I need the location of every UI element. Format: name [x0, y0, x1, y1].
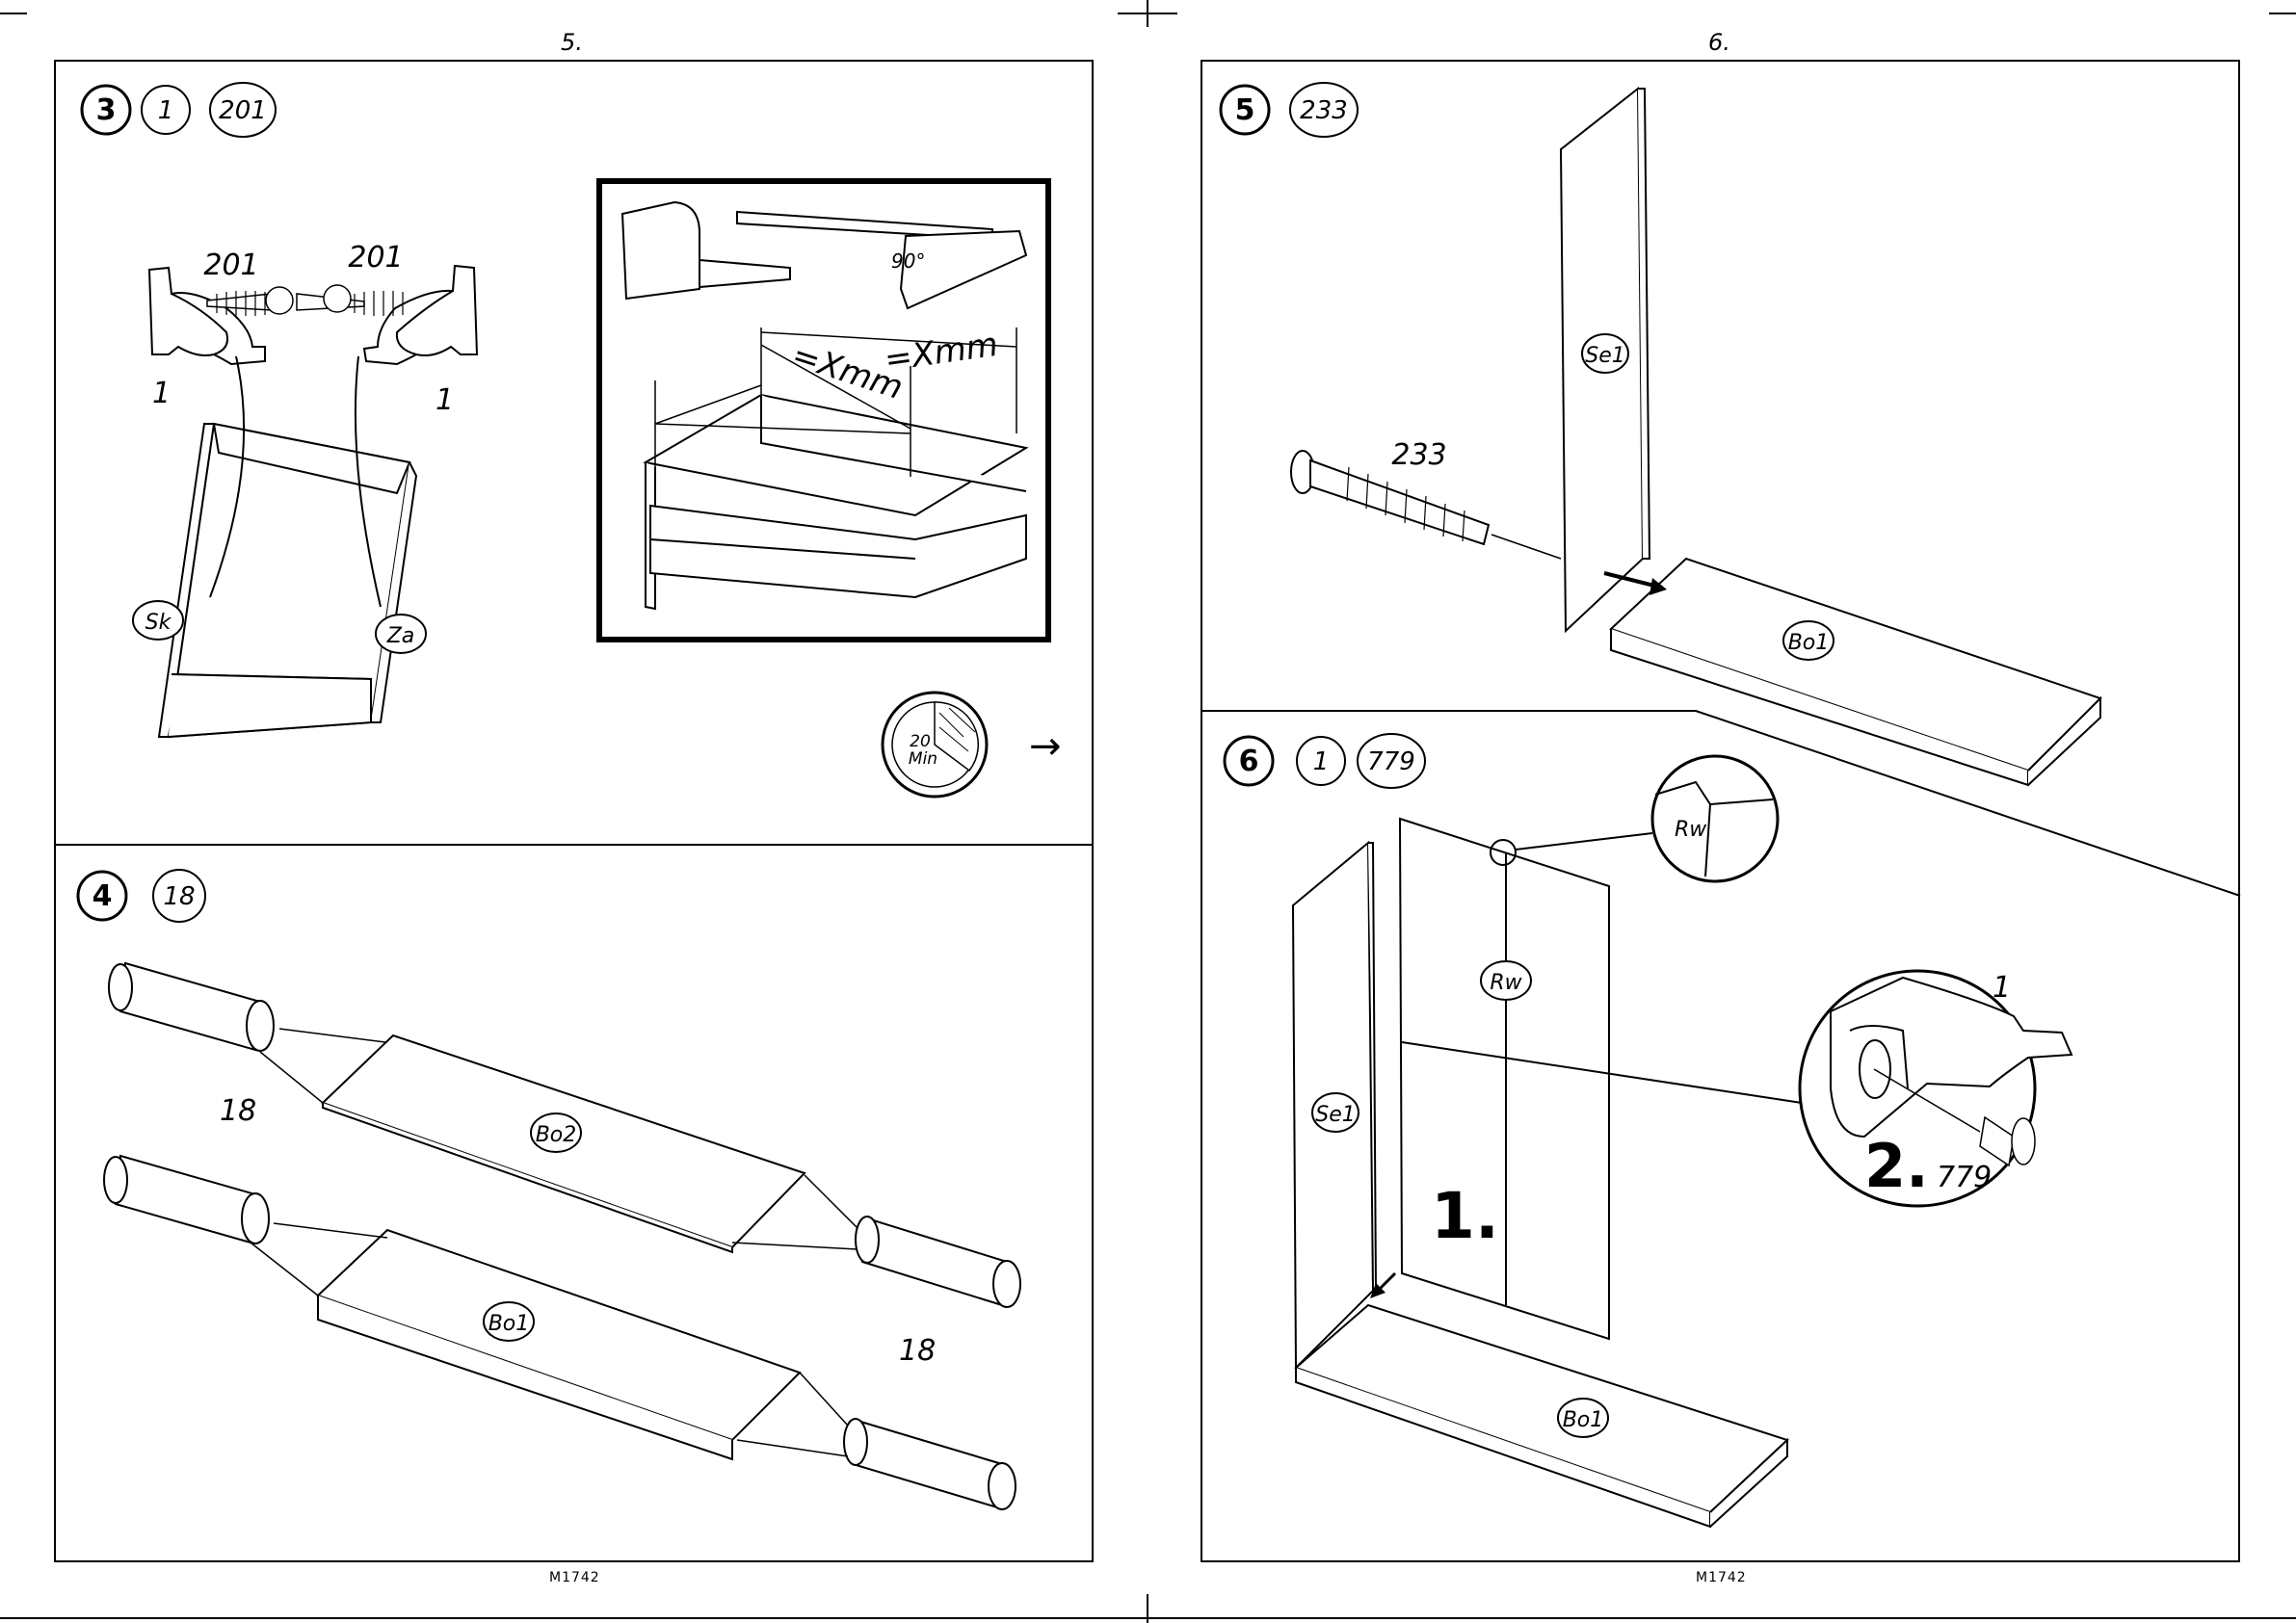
step3-part: 201: [219, 96, 267, 125]
tag-sk: Sk: [145, 611, 172, 635]
order-first: 1.: [1431, 1179, 1499, 1253]
order-second: 2.: [1864, 1131, 1929, 1201]
bottom-panel-bo1-step5: [1611, 559, 2100, 785]
step5-header: 5 233: [1221, 83, 1358, 137]
stop-qty-left: 1: [152, 377, 171, 410]
dowel-qty-top: 18: [220, 1094, 256, 1128]
bolt-label: 233: [1391, 438, 1446, 472]
screw-label-right: 201: [348, 241, 403, 275]
tag-bo1-step4: Bo1: [488, 1312, 530, 1336]
step4-number: 4: [92, 879, 113, 913]
tag-bo2: Bo2: [536, 1123, 577, 1147]
detail-screw-label: 779: [1937, 1161, 1992, 1194]
step6-number: 6: [1239, 745, 1259, 778]
bolt-icon: [1291, 451, 1489, 544]
next-arrow-icon: →: [1029, 724, 1062, 769]
dowel-qty-bottom: 18: [899, 1334, 936, 1368]
dowel-icon: [104, 963, 1020, 1509]
tag-se1-step5: Se1: [1585, 344, 1625, 368]
step5-part: 233: [1300, 96, 1348, 125]
step3-header: 3 1 201: [82, 83, 276, 137]
drawer-box: [159, 424, 416, 737]
tag-se1-step6: Se1: [1315, 1103, 1356, 1127]
timer-icon: [883, 693, 987, 797]
screw-icon: [207, 285, 403, 316]
step4-header: 4 18: [78, 870, 205, 922]
tag-za: Za: [386, 624, 415, 648]
tag-bo1-step5: Bo1: [1788, 631, 1830, 655]
step3-qty: 1: [158, 96, 174, 125]
back-panel-rw: [1400, 819, 1609, 1339]
drawer-stop-icon: [149, 266, 477, 364]
stop-qty-right: 1: [435, 383, 454, 417]
step4-qty: 18: [163, 882, 195, 911]
step3-number: 3: [96, 93, 117, 127]
timer-value: 20: [910, 732, 931, 751]
screw-label-left: 201: [203, 249, 258, 282]
step6-part: 779: [1367, 747, 1415, 776]
step6-header: 6 1 779: [1225, 734, 1425, 788]
timer-unit: Min: [909, 749, 937, 769]
detail-qty: 1: [1993, 971, 2011, 1005]
angle-label: 90°: [891, 249, 925, 273]
bottom-panel-bo1-step6: [1296, 1305, 1787, 1527]
detail-tag-rw: Rw: [1675, 818, 1707, 842]
step6-qty: 1: [1313, 747, 1330, 776]
tag-bo1-step6: Bo1: [1563, 1408, 1604, 1432]
tag-rw-back: Rw: [1490, 971, 1522, 995]
step5-number: 5: [1235, 93, 1255, 127]
board-bo1: [318, 1230, 800, 1459]
